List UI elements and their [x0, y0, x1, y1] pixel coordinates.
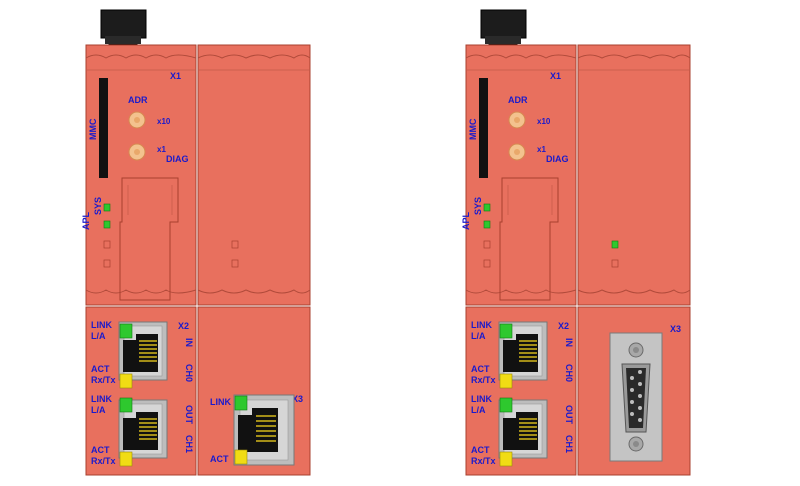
link-led-2	[119, 397, 133, 413]
la-label-2: L/A	[91, 405, 106, 415]
device-left: MMC X1 ADR x10 x1 DIAG SYS APL X2 IN C	[81, 9, 311, 476]
x3-label: X3	[292, 394, 303, 404]
x10-label: x10	[537, 117, 551, 126]
card-holder	[119, 177, 179, 301]
apl-label: APL	[81, 211, 91, 230]
apl-led	[103, 220, 111, 229]
vent-top	[85, 54, 197, 59]
card-holder	[499, 177, 559, 301]
ethernet-port-x3[interactable]	[233, 394, 295, 466]
x2-label: X2	[558, 321, 569, 331]
mmc-label: MMC	[468, 118, 478, 140]
link-label-1: LINK	[91, 320, 112, 330]
vent-bottom	[85, 289, 197, 294]
x10-label: x10	[157, 117, 171, 126]
act-label-1: ACT	[91, 364, 110, 374]
act-led-2	[119, 451, 133, 467]
in-label: IN	[564, 338, 574, 347]
act-label-2: ACT	[471, 445, 490, 455]
x3-label: X3	[670, 324, 681, 334]
link-led-1	[499, 323, 513, 339]
link-label-2: LINK	[471, 394, 492, 404]
ch0-label: CH0	[564, 364, 574, 382]
top-connector-base	[105, 36, 141, 44]
out-label: OUT	[184, 405, 194, 425]
act-label-2: ACT	[91, 445, 110, 455]
ch1-label: CH1	[564, 435, 574, 453]
ch1-label: CH1	[184, 435, 194, 453]
dsub9-connector[interactable]	[609, 332, 663, 462]
sys-led	[103, 203, 111, 212]
ch0-label: CH0	[184, 364, 194, 382]
adr-label: ADR	[128, 95, 148, 105]
x1-switch-label: x1	[537, 145, 546, 154]
x2-label: X2	[178, 321, 189, 331]
ext-act-label: ACT	[210, 454, 229, 464]
diag-label: DIAG	[546, 154, 569, 164]
ext-status-led	[611, 240, 619, 249]
sys-label: SYS	[93, 197, 103, 215]
x1-label: X1	[170, 71, 181, 81]
x1-label: X1	[550, 71, 561, 81]
link-label-2: LINK	[91, 394, 112, 404]
diag-label: DIAG	[166, 154, 189, 164]
la-label-2: L/A	[471, 405, 486, 415]
la-label-1: L/A	[471, 331, 486, 341]
link-led-1	[119, 323, 133, 339]
ext-link-label: LINK	[210, 397, 231, 407]
rxtx-label-2: Rx/Tx	[471, 456, 496, 466]
rxtx-label-2: Rx/Tx	[91, 456, 116, 466]
link-led-2	[499, 397, 513, 413]
sys-label: SYS	[473, 197, 483, 215]
device-right: MMC X1 ADR x10 x1 DIAG SYS APL X2 IN CH0…	[461, 9, 691, 476]
la-label-1: L/A	[91, 331, 106, 341]
mmc-slot[interactable]	[479, 78, 488, 178]
apl-led	[483, 220, 491, 229]
act-led-1	[119, 373, 133, 389]
sys-led	[483, 203, 491, 212]
link-label-1: LINK	[471, 320, 492, 330]
ext-module-upper	[197, 44, 311, 306]
mmc-slot[interactable]	[99, 78, 108, 178]
ext-module-upper	[577, 44, 691, 306]
ethernet-port-in[interactable]	[118, 321, 168, 381]
apl-label: APL	[461, 211, 471, 230]
x1-switch-label: x1	[157, 145, 166, 154]
act-led-2	[499, 451, 513, 467]
act-label-1: ACT	[471, 364, 490, 374]
in-label: IN	[184, 338, 194, 347]
rxtx-label-1: Rx/Tx	[471, 375, 496, 385]
mmc-label: MMC	[88, 118, 98, 140]
ext-link-led	[234, 395, 248, 411]
rxtx-label-1: Rx/Tx	[91, 375, 116, 385]
ext-act-led	[234, 449, 248, 465]
adr-label: ADR	[508, 95, 528, 105]
act-led-1	[499, 373, 513, 389]
ethernet-port-out[interactable]	[498, 399, 548, 459]
out-label: OUT	[564, 405, 574, 425]
